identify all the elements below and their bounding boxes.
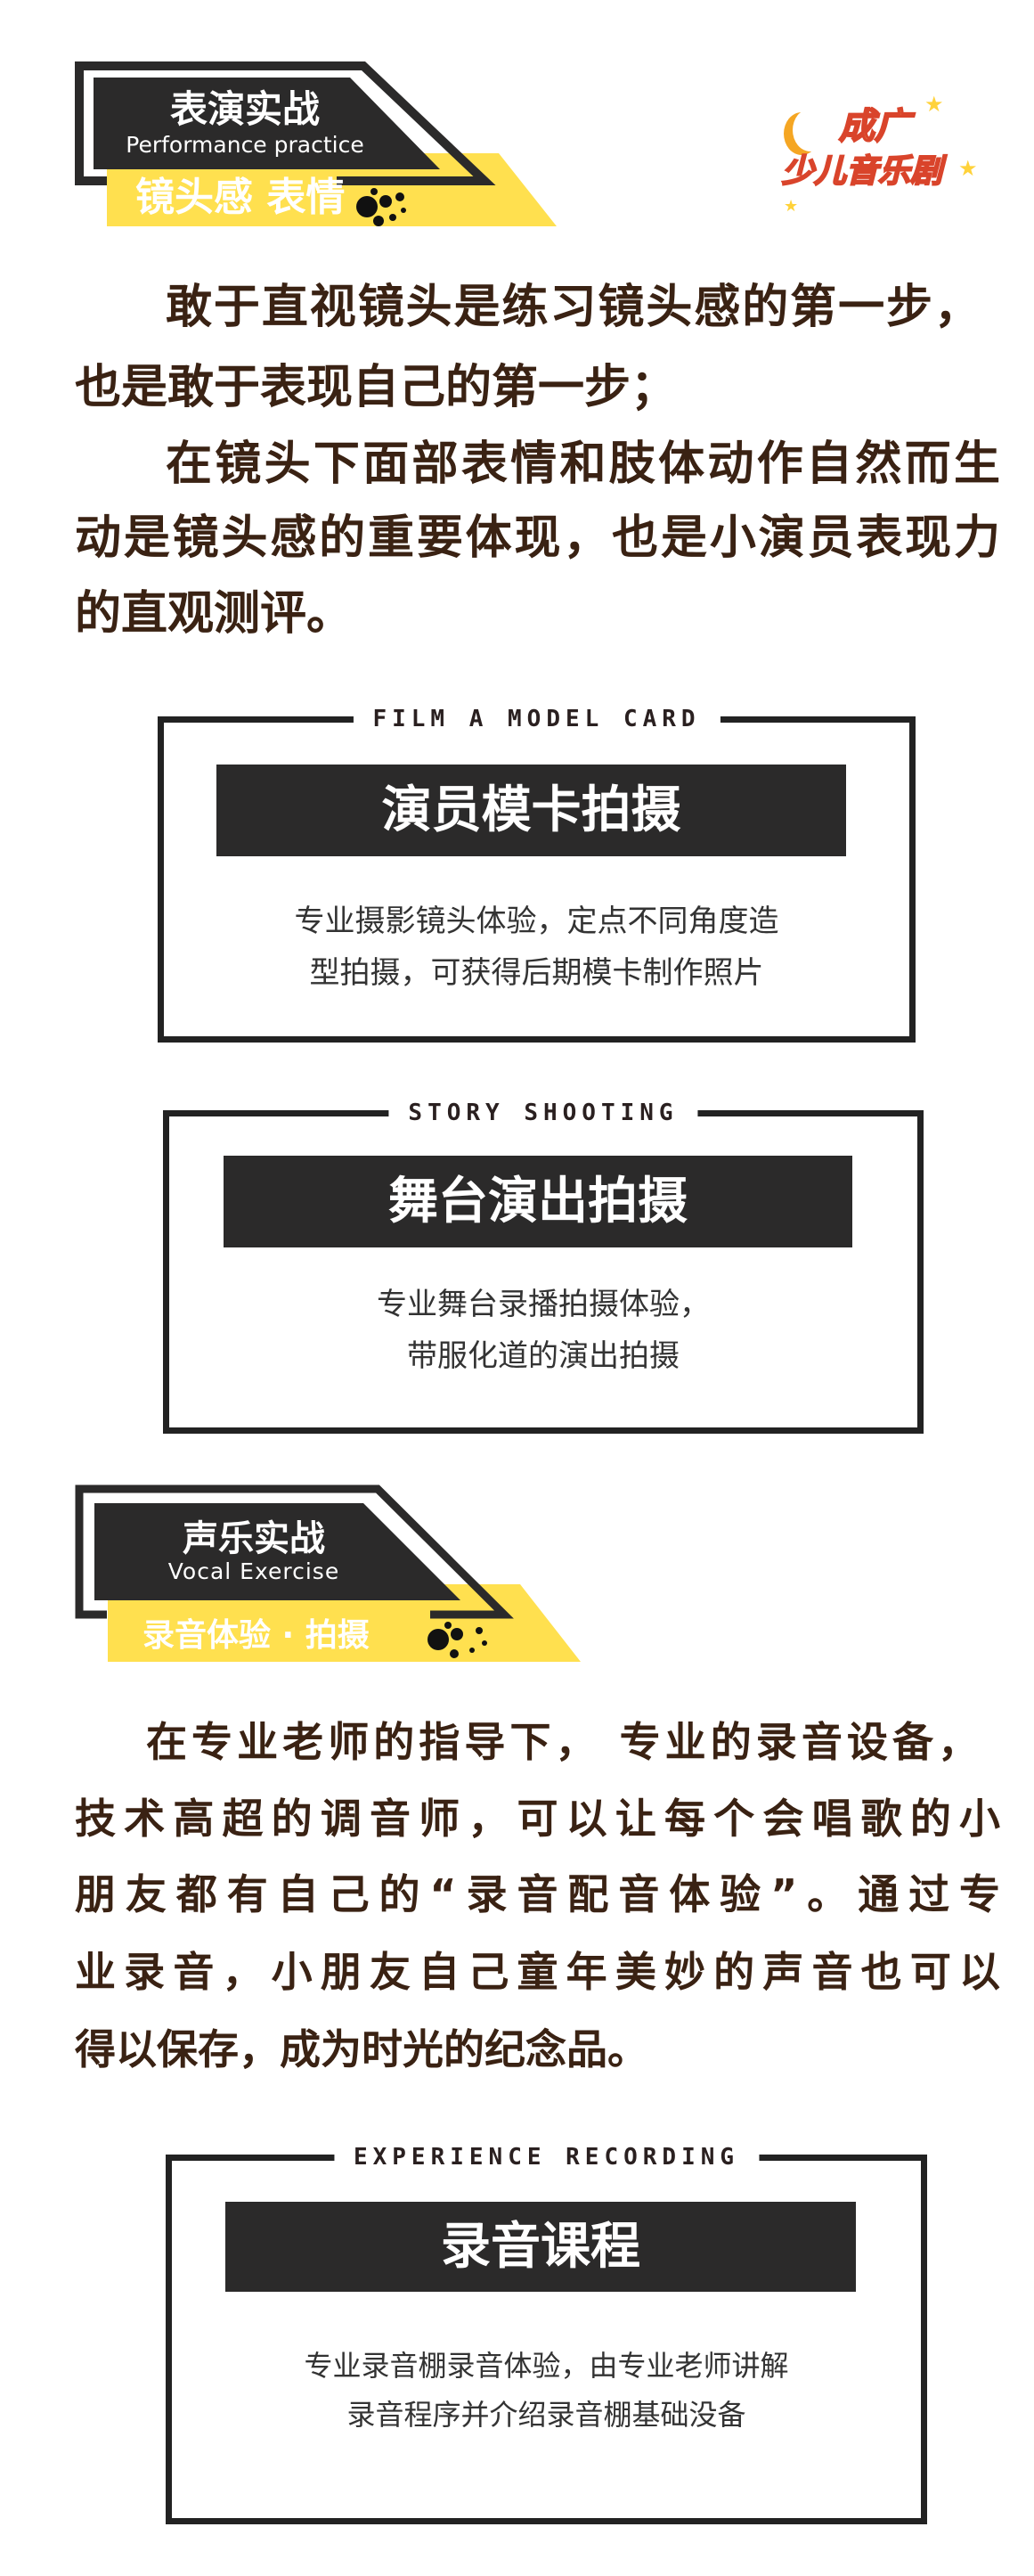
brand-logo: 成广 少儿音乐剧 ★ ★ ★: [775, 93, 989, 223]
section2-header-graphic: [75, 1484, 581, 1662]
section1-header-graphic: [75, 61, 557, 226]
section2-title: 声乐实战: [183, 1518, 325, 1559]
card-desc-line: 专业舞台录播拍摄体验，: [377, 1287, 710, 1322]
section2-subtitle: Vocal Exercise: [167, 1558, 340, 1584]
paragraph-line: 业录音，小朋友自己童年美妙的声音也可以: [75, 1948, 1000, 1996]
card-recording-course: EXPERIENCE RECORDING 录音课程 专业录音棚录音体验，由专业老…: [166, 2141, 927, 2524]
card-title-bar: 舞台演出拍摄: [224, 1156, 852, 1247]
card-desc-line: 专业录音棚录音体验，由专业老师讲解: [304, 2349, 789, 2383]
card-model-card: FILM A MODEL CARD 演员模卡拍摄 专业摄影镜头体验，定点不同角度…: [158, 703, 916, 1043]
card-title: 演员模卡拍摄: [381, 781, 681, 839]
paragraph-line: 在镜头下面部表情和肢体动作自然而生: [166, 438, 1000, 491]
card-desc-line: 专业摄影镜头体验，定点不同角度造: [294, 904, 779, 939]
logo-line1: 成广: [838, 106, 911, 147]
section1-title: 表演实战: [169, 87, 320, 131]
paragraph-line: 技术高超的调音师，可以让每个会唱歌的小: [75, 1795, 1000, 1843]
paragraph-line: 得以保存，成为时光的纪念品。: [75, 2025, 648, 2073]
paragraph-line: 在专业老师的指导下， 专业的录音设备，: [146, 1718, 979, 1766]
card-label: FILM A MODEL CARD: [353, 703, 721, 735]
card-label: EXPERIENCE RECORDING: [333, 2141, 760, 2173]
card-title-bar: 演员模卡拍摄: [216, 765, 846, 856]
section1-tag: 镜头感 表情: [135, 175, 346, 220]
paragraph-line: 也是敢于表现自己的第一步；: [75, 361, 678, 414]
paragraph-line: 动是镜头感的重要体现，也是小演员表现力: [75, 511, 1000, 565]
card-label: STORY SHOOTING: [388, 1097, 698, 1129]
card-desc-line: 带服化道的演出拍摄: [407, 1338, 680, 1374]
card-title-bar: 录音课程: [225, 2202, 856, 2292]
star-icon: ★: [784, 197, 799, 216]
star-icon: ★: [958, 156, 978, 181]
card-title: 舞台演出拍摄: [388, 1173, 688, 1231]
paragraph-line: 的直观测评。: [75, 587, 354, 641]
star-icon: ★: [924, 92, 944, 117]
paragraph-line: 敢于直视镜头是练习镜头感的第一步，: [166, 281, 981, 334]
section2-tag: 录音体验 · 拍摄: [142, 1617, 370, 1654]
card-desc-line: 录音程序并介绍录音棚基础没备: [346, 2398, 746, 2432]
section1-subtitle: Performance practice: [126, 132, 364, 158]
logo-line2: 少儿音乐剧: [781, 152, 943, 191]
card-title: 录音课程: [441, 2218, 640, 2276]
card-desc-line: 型拍摄，可获得后期模卡制作照片: [309, 955, 764, 991]
card-story-shooting: STORY SHOOTING 舞台演出拍摄 专业舞台录播拍摄体验， 带服化道的演…: [163, 1097, 924, 1434]
dots-decoration: [356, 188, 406, 226]
dots-decoration: [427, 1622, 487, 1658]
paragraph-line: 朋友都有自己的“录音配音体验”。通过专: [75, 1870, 1000, 1918]
moon-icon: [793, 109, 828, 151]
